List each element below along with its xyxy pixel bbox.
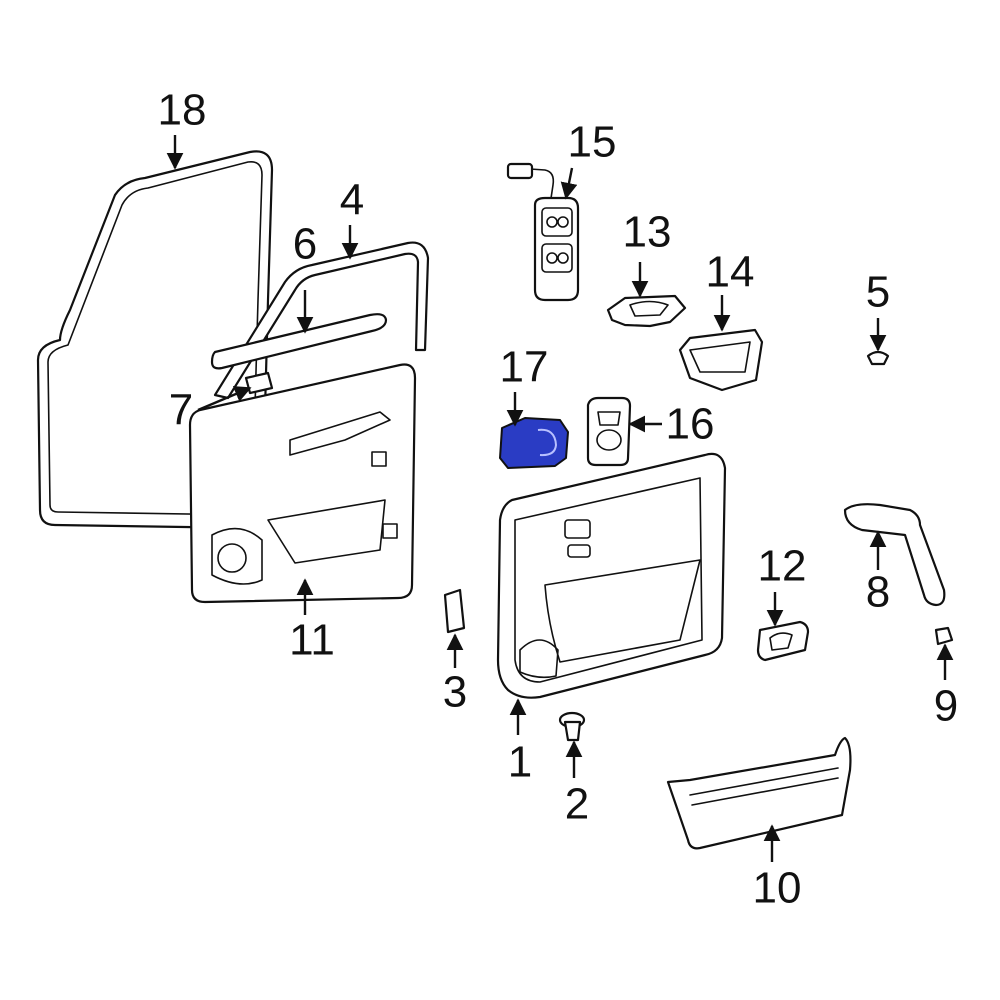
- callout-11[interactable]: 11: [289, 616, 335, 665]
- part-3-reflector[interactable]: [443, 588, 466, 634]
- part-15-window-switch[interactable]: [506, 162, 580, 302]
- part-12-latch-release[interactable]: [756, 620, 810, 662]
- part-14-armrest-housing[interactable]: [678, 328, 764, 392]
- part-9-cap[interactable]: [934, 626, 954, 646]
- callout-13[interactable]: 13: [623, 208, 672, 257]
- callout-10[interactable]: 10: [753, 864, 802, 913]
- callout-3[interactable]: 3: [443, 668, 467, 717]
- callout-labels: 18 4 6 7 11 15 13 14 5 17 16 1 2 3 12 8 …: [158, 86, 959, 913]
- callout-7[interactable]: 7: [169, 386, 193, 435]
- callout-arrows: [166, 135, 954, 862]
- callout-12[interactable]: 12: [758, 542, 807, 591]
- part-4-window-channel[interactable]: [213, 241, 430, 400]
- callout-15[interactable]: 15: [568, 118, 617, 167]
- callout-17[interactable]: 17: [500, 343, 549, 392]
- part-8-grab-handle[interactable]: [843, 503, 946, 607]
- callout-16[interactable]: 16: [666, 400, 715, 449]
- callout-9[interactable]: 9: [934, 682, 958, 731]
- part-2-retainer[interactable]: [558, 711, 586, 742]
- part-17-door-handle[interactable]: [499, 417, 569, 469]
- callout-1[interactable]: 1: [508, 738, 532, 787]
- part-13-switch-bezel[interactable]: [606, 294, 687, 328]
- part-16-handle-bezel[interactable]: [586, 396, 632, 467]
- part-7-clip[interactable]: [244, 371, 274, 395]
- callout-6[interactable]: 6: [293, 220, 317, 269]
- part-5-push-pin[interactable]: [866, 350, 890, 366]
- part-11-trim-panel[interactable]: [188, 363, 417, 604]
- callout-5[interactable]: 5: [866, 268, 890, 317]
- callout-2[interactable]: 2: [565, 780, 589, 829]
- part-10-map-pocket[interactable]: [666, 736, 852, 850]
- callout-8[interactable]: 8: [866, 568, 890, 617]
- part-1-door-panel[interactable]: [496, 452, 727, 699]
- callout-18[interactable]: 18: [158, 86, 207, 135]
- callout-4[interactable]: 4: [340, 176, 364, 225]
- callout-14[interactable]: 14: [706, 248, 755, 297]
- part-6-belt-molding[interactable]: [210, 313, 388, 370]
